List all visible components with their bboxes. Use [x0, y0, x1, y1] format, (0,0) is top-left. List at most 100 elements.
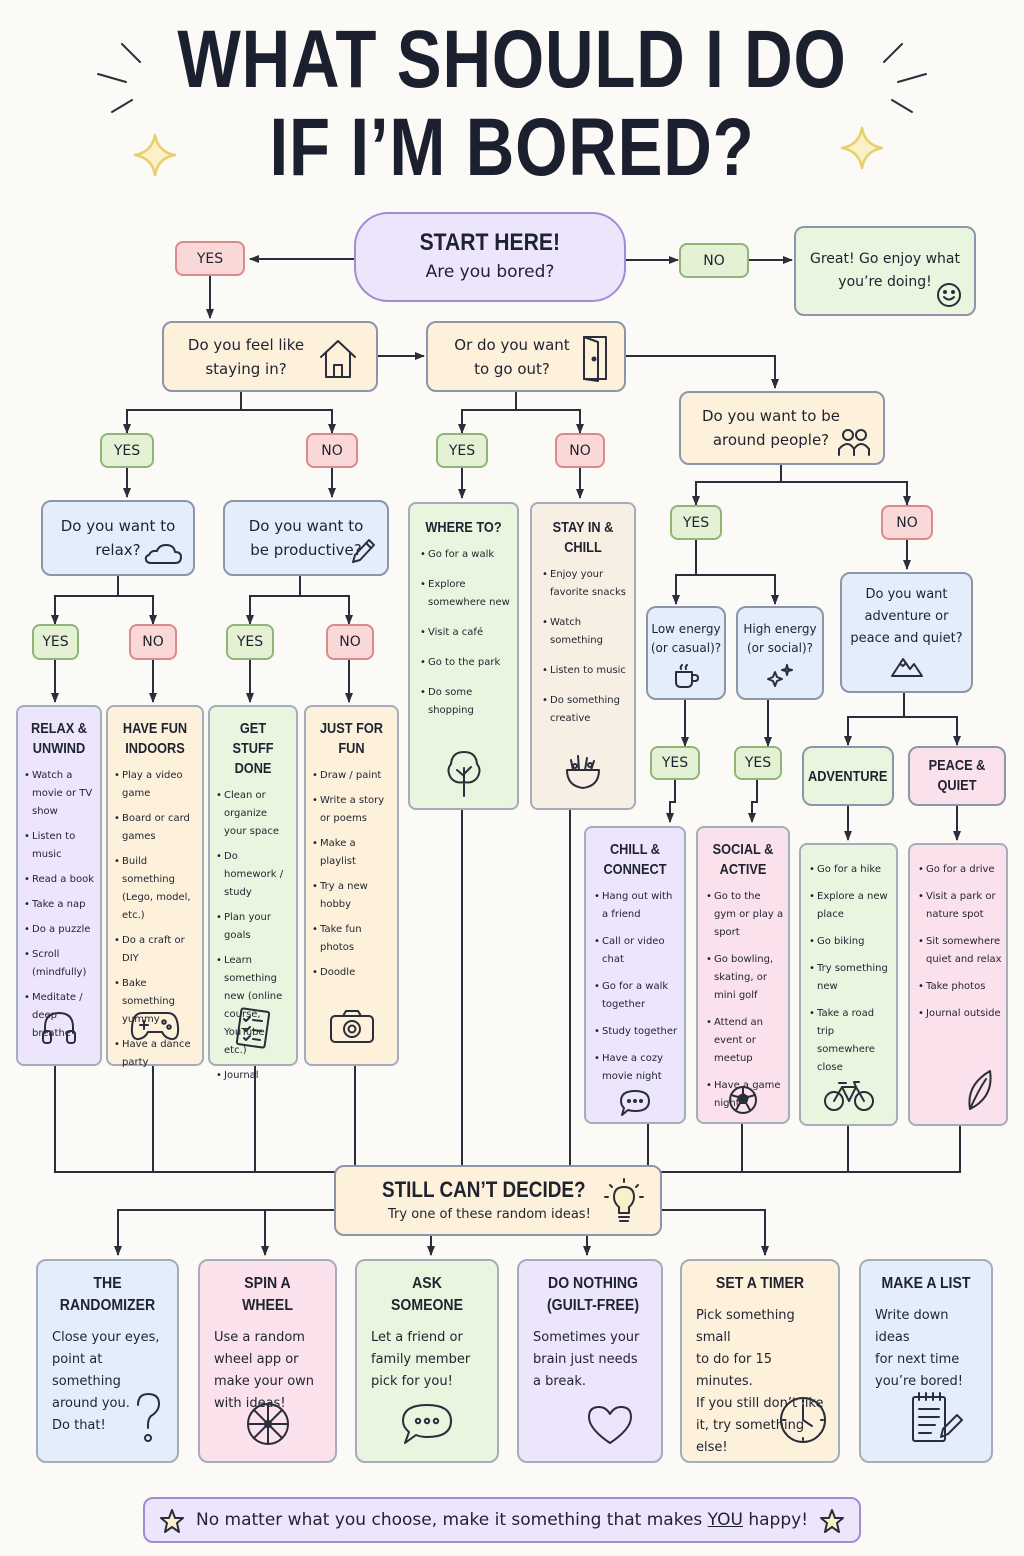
peace-quiet-column: Go for a drive Visit a park or nature sp…	[908, 843, 1008, 1126]
list-item: Call or video chat	[594, 933, 680, 969]
list-item: Take photos	[918, 978, 1002, 996]
list-item: Build something (Lego, model, etc.)	[114, 853, 198, 925]
list-item: Draw / paint	[312, 767, 393, 785]
list-item: Have a game night	[706, 1077, 784, 1113]
relax-question[interactable]: Do you want to relax?	[41, 500, 195, 576]
ask-someone-line: pick for you!	[371, 1374, 453, 1389]
list-item: Watch a movie or TV show	[24, 767, 96, 821]
spin-wheel-line: Use a random	[214, 1330, 305, 1345]
low-energy-question[interactable]: Low energy (or casual)?	[646, 606, 726, 700]
people-yes-pill: YES	[670, 505, 722, 540]
around-people-text: Do you want to be around people?	[701, 407, 841, 449]
set-timer-card[interactable]: SET A TIMER Pick something small to do f…	[680, 1259, 840, 1463]
high-energy-question[interactable]: High energy (or social)?	[736, 606, 824, 700]
list-item: Write a story or poems	[312, 792, 393, 828]
list-item: Board or card games	[114, 810, 198, 846]
title-line-2: IF I’M BORED?	[269, 102, 755, 193]
randomizer-line: Close your eyes,	[52, 1330, 160, 1345]
cloud-icon	[144, 544, 182, 564]
smiley-icon	[937, 283, 961, 307]
heart-icon	[588, 1406, 632, 1444]
list-item: Go to the park	[420, 654, 513, 672]
snack-bowl-icon	[566, 755, 600, 789]
around-people-question[interactable]: Do you want to be around people?	[679, 391, 885, 465]
spin-wheel-line: make your own	[214, 1374, 315, 1389]
list-item: Hang out with a friend	[594, 888, 680, 924]
stay-chill-column: STAY IN & CHILL Enjoy your favorite snac…	[530, 502, 636, 810]
footer-emphasis: YOU	[707, 1510, 743, 1530]
list-item: Attend an event or meetup	[706, 1014, 784, 1068]
go-out-question[interactable]: Or do you want to go out?	[426, 321, 626, 392]
randomizer-card[interactable]: THE RANDOMIZER Close your eyes, point at…	[36, 1259, 179, 1463]
stuff-done-title: GET STUFF DONE	[232, 720, 274, 777]
start-node[interactable]: START HERE! Are you bored?	[354, 212, 626, 302]
list-item: Go for a hike	[809, 861, 892, 879]
star-icon	[820, 1509, 844, 1533]
people-no-pill: NO	[881, 505, 933, 540]
staying-in-question[interactable]: Do you feel like staying in?	[162, 321, 378, 392]
high-energy-text: High energy (or social)?	[743, 622, 817, 655]
peace-quiet-node[interactable]: PEACE & QUIET	[908, 746, 1006, 806]
list-item: Have a cozy movie night	[594, 1050, 680, 1086]
chat-bubble-icon	[620, 1090, 650, 1116]
chill-connect-list: Hang out with a friend Call or video cha…	[586, 888, 684, 1086]
lightbulb-icon	[604, 1178, 644, 1222]
star-icon	[160, 1509, 184, 1533]
do-nothing-line: Sometimes your	[533, 1330, 640, 1345]
clock-icon	[780, 1397, 826, 1443]
list-item: Watch something	[542, 614, 630, 650]
set-timer-title: SET A TIMER	[715, 1275, 805, 1292]
list-item: Visit a park or nature spot	[918, 888, 1002, 924]
stay-chill-title: STAY IN & CHILL	[552, 519, 614, 556]
adventure-node[interactable]: ADVENTURE	[802, 746, 894, 806]
sparkle-icon	[97, 43, 927, 177]
make-list-line: for next time	[875, 1352, 960, 1367]
adventure-peace-text: Do you want adventure or peace and quiet…	[850, 587, 963, 646]
productive-question[interactable]: Do you want to be productive?	[223, 500, 389, 576]
randomizer-line: Do that!	[52, 1418, 106, 1433]
list-item: Learn something new (online course, YouT…	[216, 952, 292, 1060]
list-item: Journal outside	[918, 1005, 1002, 1023]
list-item: Study together	[594, 1023, 680, 1041]
footer-banner: No matter what you choose, make it somet…	[143, 1497, 861, 1543]
relax-unwind-list: Watch a movie or TV show Listen to music…	[18, 767, 100, 1043]
relax-text: Do you want to relax?	[60, 517, 176, 559]
list-item: Take a road trip somewhere close	[809, 1005, 892, 1077]
set-timer-line: to do for 15 minutes.	[696, 1352, 773, 1389]
list-item: Listen to music	[542, 662, 630, 680]
list-item: Do a craft or DIY	[114, 932, 198, 968]
adventure-peace-question[interactable]: Do you want adventure or peace and quiet…	[840, 572, 973, 693]
productive-yes-pill: YES	[226, 624, 274, 660]
social-active-column: SOCIAL & ACTIVE Go to the gym or play a …	[696, 826, 790, 1124]
adventure-node-label: ADVENTURE	[808, 767, 888, 785]
list-item: Go bowling, skating, or mini golf	[706, 951, 784, 1005]
set-timer-line: it, try something	[696, 1418, 805, 1433]
randomizer-line: around you.	[52, 1396, 130, 1411]
list-item: Try something new	[809, 960, 892, 996]
list-item: Go biking	[809, 933, 892, 951]
start-yes-pill: YES	[175, 241, 245, 276]
list-item: Explore a new place	[809, 888, 892, 924]
do-nothing-card[interactable]: DO NOTHING (GUILT-FREE) Sometimes your b…	[517, 1259, 663, 1463]
list-item: Doodle	[312, 964, 393, 982]
door-icon	[583, 336, 607, 382]
productive-text: Do you want to be productive?	[248, 517, 364, 559]
make-list-card[interactable]: MAKE A LIST Write down ideas for next ti…	[859, 1259, 993, 1463]
randomizer-title: THE RANDOMIZER	[59, 1275, 156, 1314]
stay-in-yes-pill: YES	[100, 433, 154, 468]
start-no-pill: NO	[679, 243, 749, 278]
list-item: Explore somewhere new	[420, 576, 513, 612]
set-timer-line: else!	[696, 1440, 728, 1455]
high-energy-yes-pill: YES	[734, 746, 782, 780]
list-item: Read a book	[24, 871, 96, 889]
ask-someone-card[interactable]: ASK SOMEONE Let a friend or family membe…	[355, 1259, 499, 1463]
set-timer-line: If you still don’t like	[696, 1396, 824, 1411]
question-mark-icon	[137, 1393, 160, 1442]
still-cant-decide-box[interactable]: STILL CAN’T DECIDE? Try one of these ran…	[334, 1165, 662, 1236]
list-item: Make a playlist	[312, 835, 393, 871]
just-fun-title: JUST FOR FUN	[319, 720, 384, 757]
still-title: STILL CAN’T DECIDE?	[382, 1176, 586, 1202]
peace-quiet-node-label: PEACE & QUIET	[928, 757, 986, 794]
spin-wheel-card[interactable]: SPIN A WHEEL Use a random wheel app or m…	[198, 1259, 337, 1463]
